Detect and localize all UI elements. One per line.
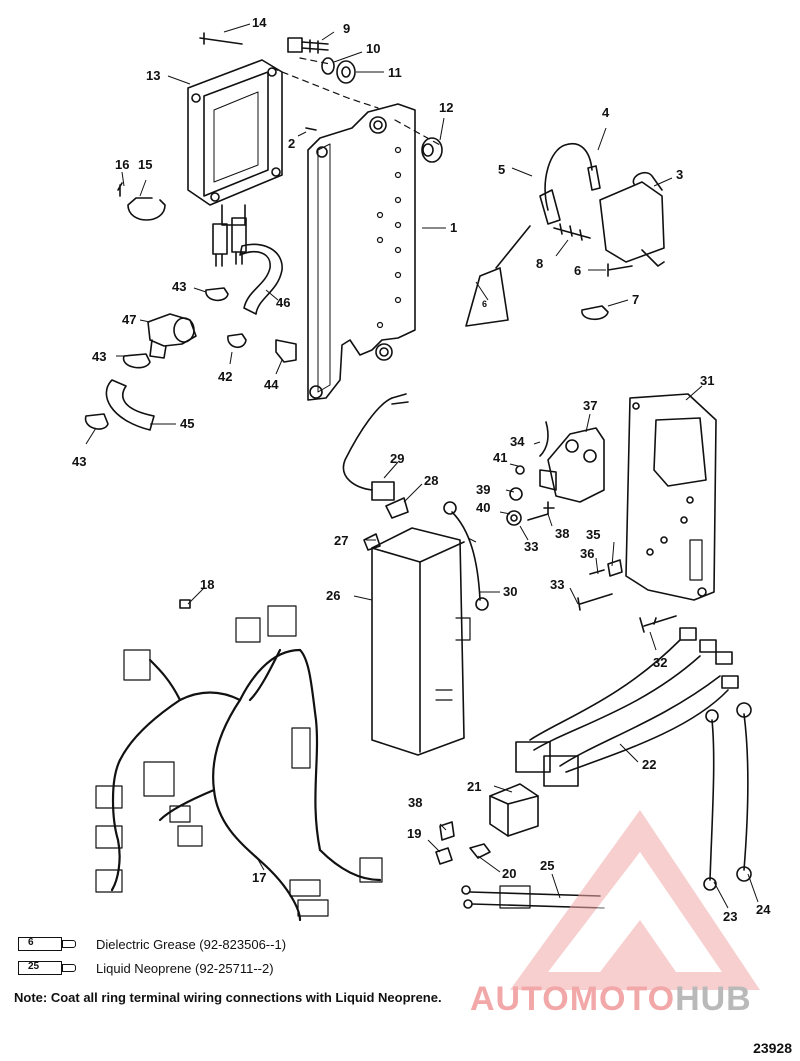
callout-32: 32 xyxy=(653,655,668,670)
callout-40: 40 xyxy=(476,500,491,515)
callout-12: 12 xyxy=(439,100,454,115)
wire-harness-22 xyxy=(515,627,739,787)
legend-dielectric-grease: 6 Dielectric Grease (92-823506--1) xyxy=(18,936,286,952)
fitting-47 xyxy=(147,313,197,359)
callout-22: 22 xyxy=(642,757,657,772)
callout-21: 21 xyxy=(467,779,482,794)
callout-45: 45 xyxy=(180,416,195,431)
grease-tube-icon: 6 xyxy=(18,936,82,952)
callout-1: 1 xyxy=(450,220,458,235)
callout-25: 25 xyxy=(540,858,555,873)
figure-number: 23928 xyxy=(753,1040,792,1056)
neoprene-tube-icon: 25 xyxy=(18,960,82,976)
ecu-module xyxy=(187,59,283,267)
callout-26: 26 xyxy=(326,588,341,603)
callout-43a: 43 xyxy=(172,279,187,294)
ignition-coil-3 xyxy=(599,171,665,267)
callout-43c: 43 xyxy=(72,454,87,469)
callout-34: 34 xyxy=(510,434,525,449)
callout-10: 10 xyxy=(366,41,381,56)
callout-13: 13 xyxy=(146,68,161,83)
tube-number: 6 xyxy=(28,937,34,948)
callout-17: 17 xyxy=(252,870,267,885)
callout-43b: 43 xyxy=(92,349,107,364)
mounting-plate xyxy=(307,103,416,401)
callout-47: 47 xyxy=(122,312,137,327)
callout-35: 35 xyxy=(586,527,601,542)
callout-4: 4 xyxy=(602,105,610,120)
callout-24: 24 xyxy=(756,902,771,917)
callout-18: 18 xyxy=(200,577,215,592)
callout-8: 8 xyxy=(536,256,544,271)
callout-15: 15 xyxy=(138,157,153,172)
callout-44: 44 xyxy=(264,377,279,392)
callout-42: 42 xyxy=(218,369,233,384)
callout-29: 29 xyxy=(390,451,405,466)
callout-38a: 38 xyxy=(555,526,570,541)
main-wire-harness-17 xyxy=(110,648,382,922)
relay-21 xyxy=(489,783,539,837)
callout-36: 36 xyxy=(580,546,595,561)
callout-31: 31 xyxy=(700,373,715,388)
callout-9: 9 xyxy=(343,21,351,36)
coating-note: Note: Coat all ring terminal wiring conn… xyxy=(14,990,442,1005)
tube-number: 25 xyxy=(28,961,40,972)
callout-39: 39 xyxy=(476,482,491,497)
legend-text: Dielectric Grease (92-823506--1) xyxy=(96,936,287,952)
callout-16: 16 xyxy=(115,157,130,172)
bracket-plate-31 xyxy=(625,393,717,601)
grommet-11 xyxy=(336,60,356,84)
callout-14: 14 xyxy=(252,15,267,30)
callout-20: 20 xyxy=(502,866,517,881)
solenoid-37 xyxy=(539,427,605,503)
callout-38b: 38 xyxy=(408,795,423,810)
screw-14 xyxy=(199,32,243,45)
clamp-15 xyxy=(127,197,166,221)
callout-6: 6 xyxy=(574,263,582,278)
callout-23: 23 xyxy=(723,909,738,924)
callout-33a: 33 xyxy=(524,539,539,554)
legend-liquid-neoprene: 25 Liquid Neoprene (92-25711--2) xyxy=(18,960,274,976)
callout-37: 37 xyxy=(583,398,598,413)
electrical-box-26 xyxy=(371,527,471,756)
callout-30: 30 xyxy=(503,584,518,599)
callout-2: 2 xyxy=(288,136,296,151)
callout-41: 41 xyxy=(493,450,508,465)
callout-46: 46 xyxy=(276,295,291,310)
callout-5: 5 xyxy=(498,162,506,177)
callout-6-tube: 6 xyxy=(482,299,488,309)
callout-28: 28 xyxy=(424,473,439,488)
watermark-logo xyxy=(510,810,760,990)
callout-11: 11 xyxy=(388,65,402,80)
bolt-9 xyxy=(287,37,329,54)
watermark-text: AUTOMOTOHUB xyxy=(470,980,752,1018)
legend-text: Liquid Neoprene (92-25711--2) xyxy=(96,960,274,976)
grommet-12 xyxy=(421,137,443,163)
callout-33b: 33 xyxy=(550,577,565,592)
callout-27: 27 xyxy=(334,533,349,548)
callout-7: 7 xyxy=(632,292,640,307)
callout-19: 19 xyxy=(407,826,422,841)
callout-3: 3 xyxy=(676,167,684,182)
